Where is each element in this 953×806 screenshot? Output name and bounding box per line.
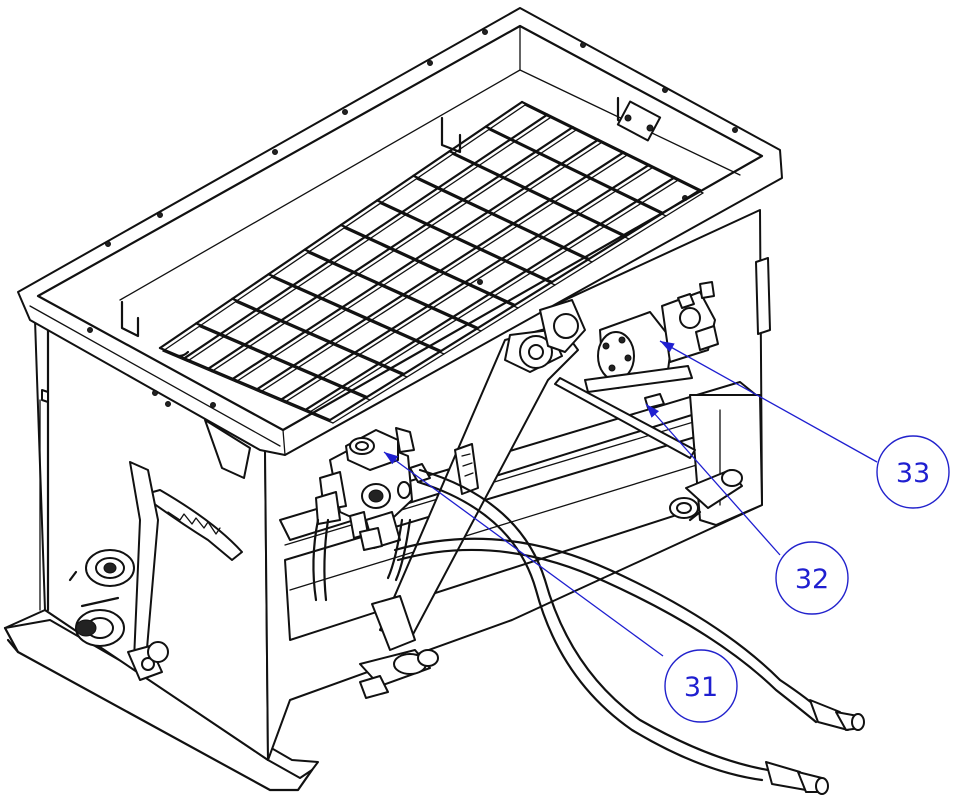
- callout-leader-line: [383, 451, 664, 657]
- callouts: 31 32 33: [383, 340, 950, 723]
- hydraulic-hoses: [312, 468, 865, 795]
- grate-bar-edge: [283, 167, 653, 404]
- callout-leader-line: [645, 403, 781, 556]
- grate-bar-edge: [210, 129, 577, 373]
- grate-bar-edge: [186, 116, 552, 362]
- grate-hooks: [120, 96, 662, 358]
- hopper-grate: [158, 100, 704, 424]
- callout-arrowhead: [384, 452, 399, 465]
- callout-label: 32: [795, 564, 829, 595]
- grate-bar-cross: [158, 100, 524, 350]
- top-rim: [17, 7, 783, 456]
- callout-label: 31: [684, 672, 718, 703]
- grate-bar-edge: [162, 350, 334, 424]
- left-valve-assembly: [68, 549, 135, 647]
- grate-bar-cross: [183, 113, 549, 360]
- callout-circle: [876, 435, 950, 509]
- grate-bar-edge: [259, 154, 628, 393]
- callout-label: 33: [896, 458, 930, 489]
- callout-circle: [664, 649, 738, 723]
- callout-arrowhead: [660, 341, 675, 353]
- grate-bar-cross: [256, 151, 625, 391]
- lift-arm: [359, 299, 586, 699]
- grate-bar-edge: [308, 179, 679, 414]
- feed-lever: [127, 461, 243, 681]
- grate-bar-cross: [231, 138, 600, 380]
- control-rod: [554, 365, 743, 522]
- hydraulic-motor: [597, 281, 719, 389]
- grate-bar-long: [520, 100, 702, 192]
- right-side-handle: [755, 257, 771, 335]
- rim-bolts: [87, 29, 738, 408]
- callout-arrowhead: [646, 404, 660, 418]
- callout-leader-line: [659, 340, 878, 463]
- grate-bar-edge: [332, 192, 704, 424]
- grate-bar-cross: [207, 126, 574, 370]
- grate-bar-edge: [235, 142, 602, 383]
- grate-bar-cross: [328, 188, 702, 422]
- grate-bar-cross: [280, 163, 651, 401]
- grate-bar-edge: [162, 104, 526, 352]
- grate-bar-cross: [304, 176, 676, 411]
- callout-circle: [775, 541, 849, 615]
- left-wall-details: [39, 389, 251, 611]
